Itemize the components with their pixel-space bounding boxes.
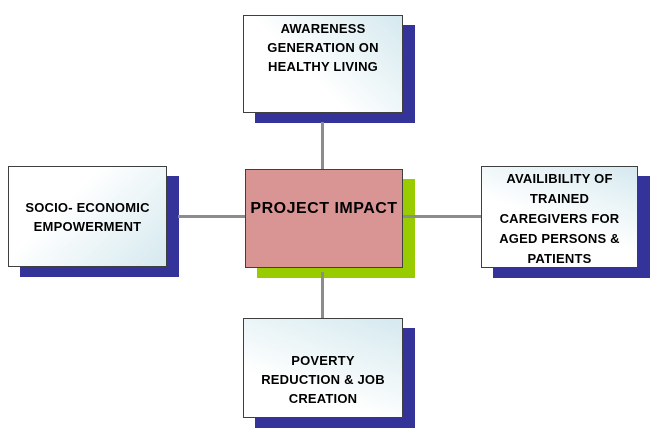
connector-center-to-left <box>178 215 245 218</box>
node-socio-economic-label: SOCIO- ECONOMIC EMPOWERMENT <box>25 199 150 234</box>
connector-center-to-bottom <box>321 272 324 318</box>
node-socio-economic: SOCIO- ECONOMIC EMPOWERMENT <box>8 166 167 267</box>
connector-center-to-right <box>403 215 482 218</box>
node-project-impact-label: PROJECT IMPACT <box>250 200 398 217</box>
node-project-impact: PROJECT IMPACT <box>245 169 403 268</box>
node-poverty-label: POVERTY REDUCTION & JOB CREATION <box>261 352 385 406</box>
node-awareness: AWARENESS GENERATION ON HEALTHY LIVING <box>243 15 403 113</box>
connector-center-to-top <box>321 122 324 169</box>
node-caregivers: AVAILIBILITY OF TRAINED CAREGIVERS FOR A… <box>481 166 638 268</box>
node-poverty: POVERTY REDUCTION & JOB CREATION <box>243 318 403 418</box>
node-awareness-label: AWARENESS GENERATION ON HEALTHY LIVING <box>267 21 379 74</box>
node-caregivers-label: AVAILIBILITY OF TRAINED CAREGIVERS FOR A… <box>499 171 620 266</box>
